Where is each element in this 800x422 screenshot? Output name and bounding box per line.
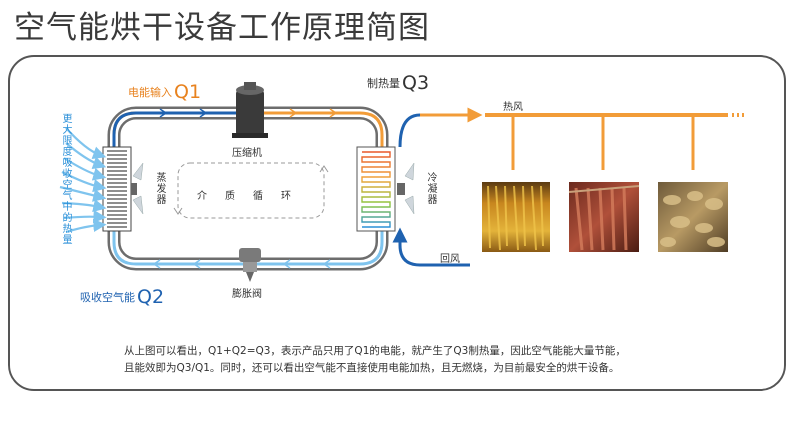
hot-air-duct [398, 107, 744, 170]
incoming-air-arrows [59, 127, 107, 234]
drying-sausages-photo [568, 182, 640, 252]
loop-flow-arrows [152, 108, 338, 269]
evaporator-coil-icon [102, 146, 144, 232]
dried-tobacco-photo [482, 182, 550, 252]
return-air-duct [392, 227, 470, 267]
air-absorption-note: 更大限度吸收空气中的热量 [60, 113, 71, 245]
q3-tag: Q3 [402, 72, 430, 94]
evaporator-label: 蒸发器 [154, 172, 165, 205]
expansion-valve-label: 膨胀阀 [232, 289, 262, 300]
description-line-2: 且能效即为Q3/Q1。同时，还可以看出空气能不直接使用电能加热，且无燃烧，为目前… [124, 362, 620, 374]
suction-line [112, 111, 245, 160]
q1-tag: Q1 [174, 81, 202, 103]
dried-mushrooms-photo [658, 182, 728, 252]
page-title: 空气能烘干设备工作原理简图 [14, 10, 430, 46]
q2-tag: Q2 [137, 286, 165, 308]
expansion-valve-icon [239, 248, 261, 282]
q3-text: 制热量 [367, 77, 400, 90]
condenser-label: 冷凝器 [425, 172, 436, 205]
description-text: 从上图可以看出，Q1+Q2=Q3，表示产品只用了Q1的电能，就产生了Q3制热量，… [124, 343, 764, 377]
condenser-coil-icon [356, 146, 415, 232]
compressor-icon [232, 82, 268, 138]
medium-cycle-label: 介质循环 [197, 191, 309, 202]
q1-text: 电能输入 [128, 86, 172, 99]
hot-air-label: 热风 [503, 102, 523, 113]
diagram-frame [8, 55, 786, 391]
return-air-label: 回风 [440, 254, 460, 265]
description-line-1: 从上图可以看出，Q1+Q2=Q3，表示产品只用了Q1的电能，就产生了Q3制热量，… [124, 345, 626, 357]
compressor-label: 压缩机 [232, 148, 262, 159]
q2-text: 吸收空气能 [80, 291, 135, 304]
medium-cycle-loop [177, 162, 325, 219]
